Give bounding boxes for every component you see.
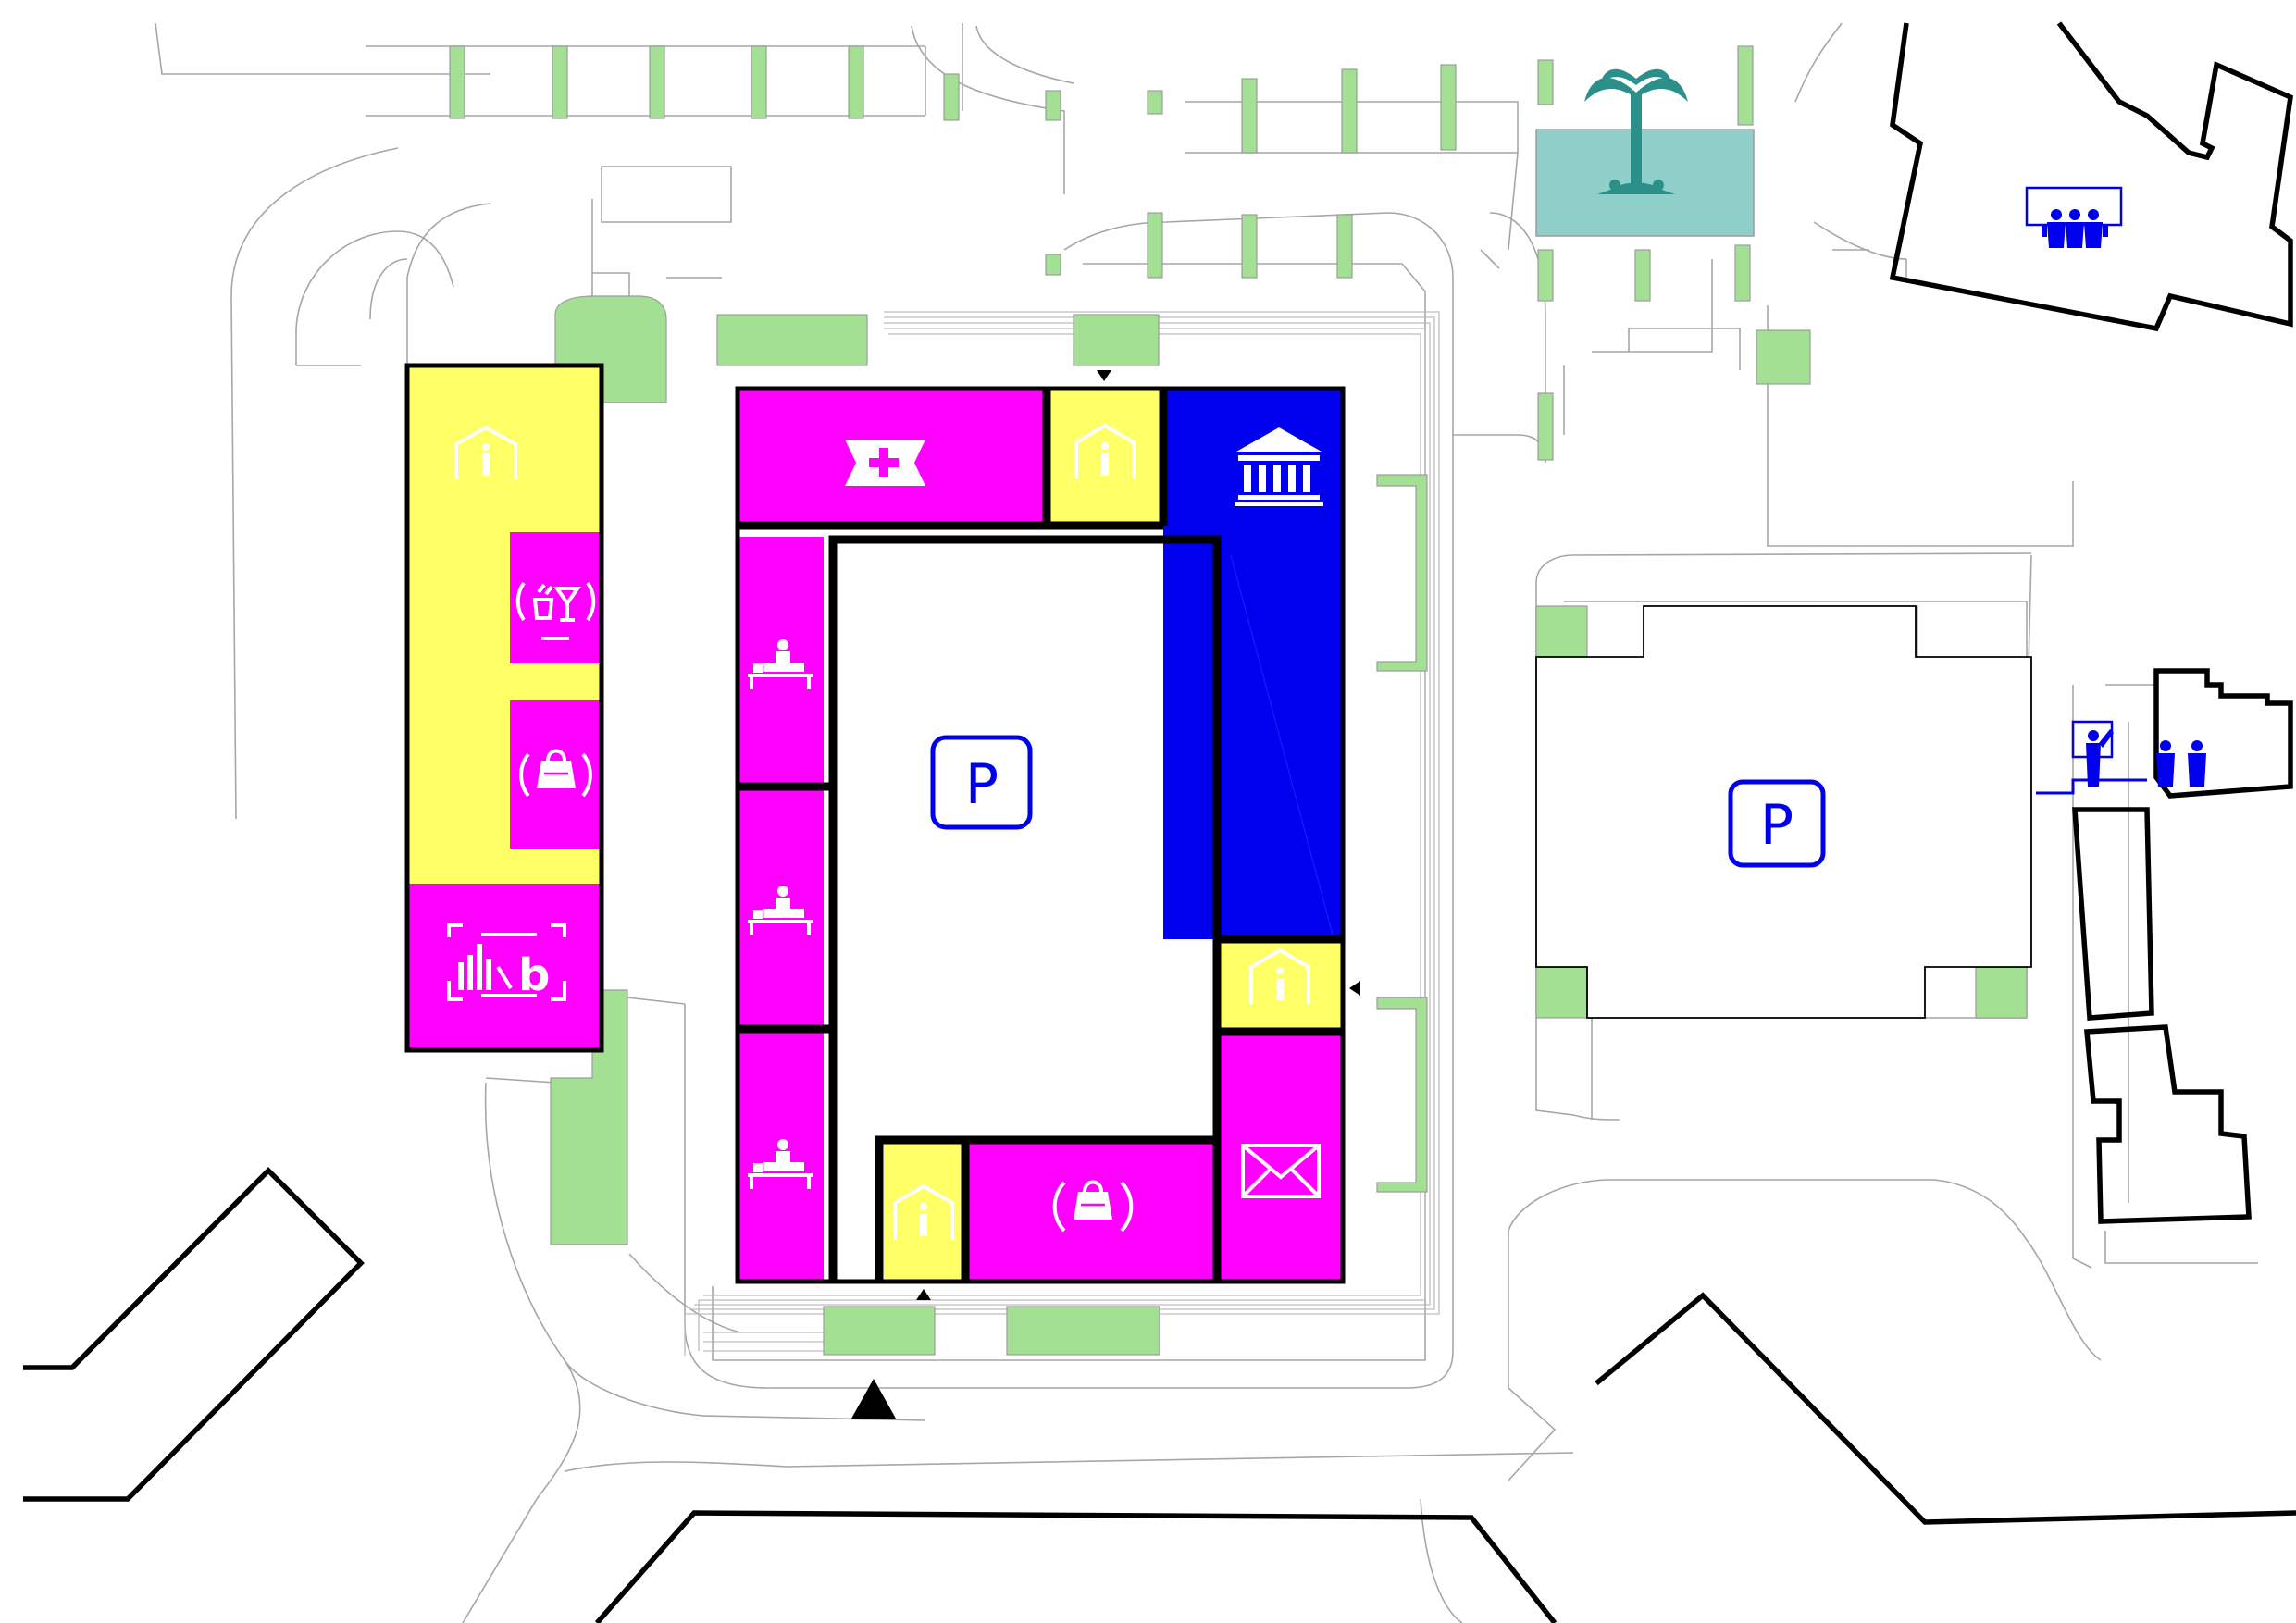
green-stripe (1341, 68, 1358, 154)
green-stripe (1537, 59, 1554, 105)
main-block: P (735, 370, 1360, 1419)
green-stripe (1241, 214, 1258, 279)
entrance-arrow-small (1349, 981, 1360, 996)
green-stripe (1734, 244, 1751, 302)
green-stripe (1336, 214, 1353, 279)
office-desk-icon (748, 886, 813, 935)
classroom-teacher-icon (2036, 720, 2206, 795)
office-desk-icon (748, 1139, 813, 1189)
shopping-bag-icon (1052, 1180, 1134, 1233)
post-mail-icon (1241, 1144, 1321, 1198)
green-plot (1535, 966, 1588, 1019)
green-stripe (1241, 78, 1258, 154)
green-stripe (943, 73, 960, 121)
parking-label-east: P (1760, 793, 1793, 858)
library-unit (407, 884, 602, 1050)
green-stripe (1537, 392, 1554, 461)
entrance-arrow-small (1097, 370, 1111, 381)
building-outline (594, 1510, 1558, 1623)
cafe-bar-icon (515, 581, 596, 640)
green-stripe (1045, 90, 1061, 121)
green-plot (1006, 1306, 1160, 1356)
library-letter: b (518, 949, 550, 1001)
buildings (23, 21, 2296, 1623)
meeting-group-icon (2025, 186, 2123, 248)
green-plot (1535, 605, 1588, 658)
green-stripe (1147, 212, 1163, 279)
green-stripe (1634, 249, 1651, 302)
green-plot (1073, 314, 1160, 366)
pharmacy-icon (845, 440, 925, 486)
green-stripe (848, 45, 864, 119)
building-outline (1889, 21, 2294, 332)
post-office-unit (1217, 1032, 1343, 1282)
building-outline (23, 1167, 365, 1502)
residential-house-icon (893, 1183, 954, 1240)
residential-house-icon (1074, 423, 1136, 478)
fountain-plaza (1535, 68, 1755, 237)
building-outline (2072, 807, 2154, 1021)
green-stripe (1045, 254, 1061, 276)
green-stripe (649, 45, 665, 119)
fountain-icon (1584, 68, 1688, 194)
bank-museum-icon (1235, 427, 1323, 506)
parking-label-main: P (965, 752, 999, 817)
green-plot (1376, 997, 1428, 1193)
shopping-bag-icon (519, 749, 592, 798)
office-desk-icon (748, 639, 813, 689)
building-outline (1595, 1292, 2296, 1525)
block-wall (828, 535, 1222, 1282)
building-outline (2083, 1024, 2252, 1224)
west-building: b (404, 363, 604, 1053)
residential-house-icon (454, 425, 517, 479)
building-outline (2153, 668, 2293, 799)
green-stripe (1147, 90, 1163, 115)
parking-icon: P (1728, 779, 1826, 868)
green-stripe (552, 45, 568, 119)
green-stripe (1440, 64, 1457, 151)
green-spaces (449, 45, 2028, 1356)
green-plot (1376, 474, 1428, 672)
green-stripe (751, 45, 767, 119)
main-entrance-arrow-icon (851, 1379, 896, 1419)
cafe-bar-unit (510, 532, 602, 663)
green-stripe (1737, 45, 1754, 126)
green-plot (823, 1306, 936, 1356)
green-plot (716, 314, 868, 366)
residential-house-icon (1249, 948, 1310, 1004)
library-icon: b (447, 923, 566, 1001)
green-stripe (449, 45, 465, 119)
entrance-arrow-small (916, 1289, 931, 1300)
green-corner (554, 295, 667, 403)
bank-unit (1163, 389, 1343, 939)
green-stripe (1537, 249, 1554, 302)
fountain-pool (1535, 129, 1755, 237)
parking-icon: P (930, 735, 1033, 830)
green-plot (1975, 966, 2028, 1019)
green-strip (550, 989, 628, 1245)
east-parking-garage: P (1535, 605, 2032, 1019)
green-plot (1756, 329, 1811, 385)
